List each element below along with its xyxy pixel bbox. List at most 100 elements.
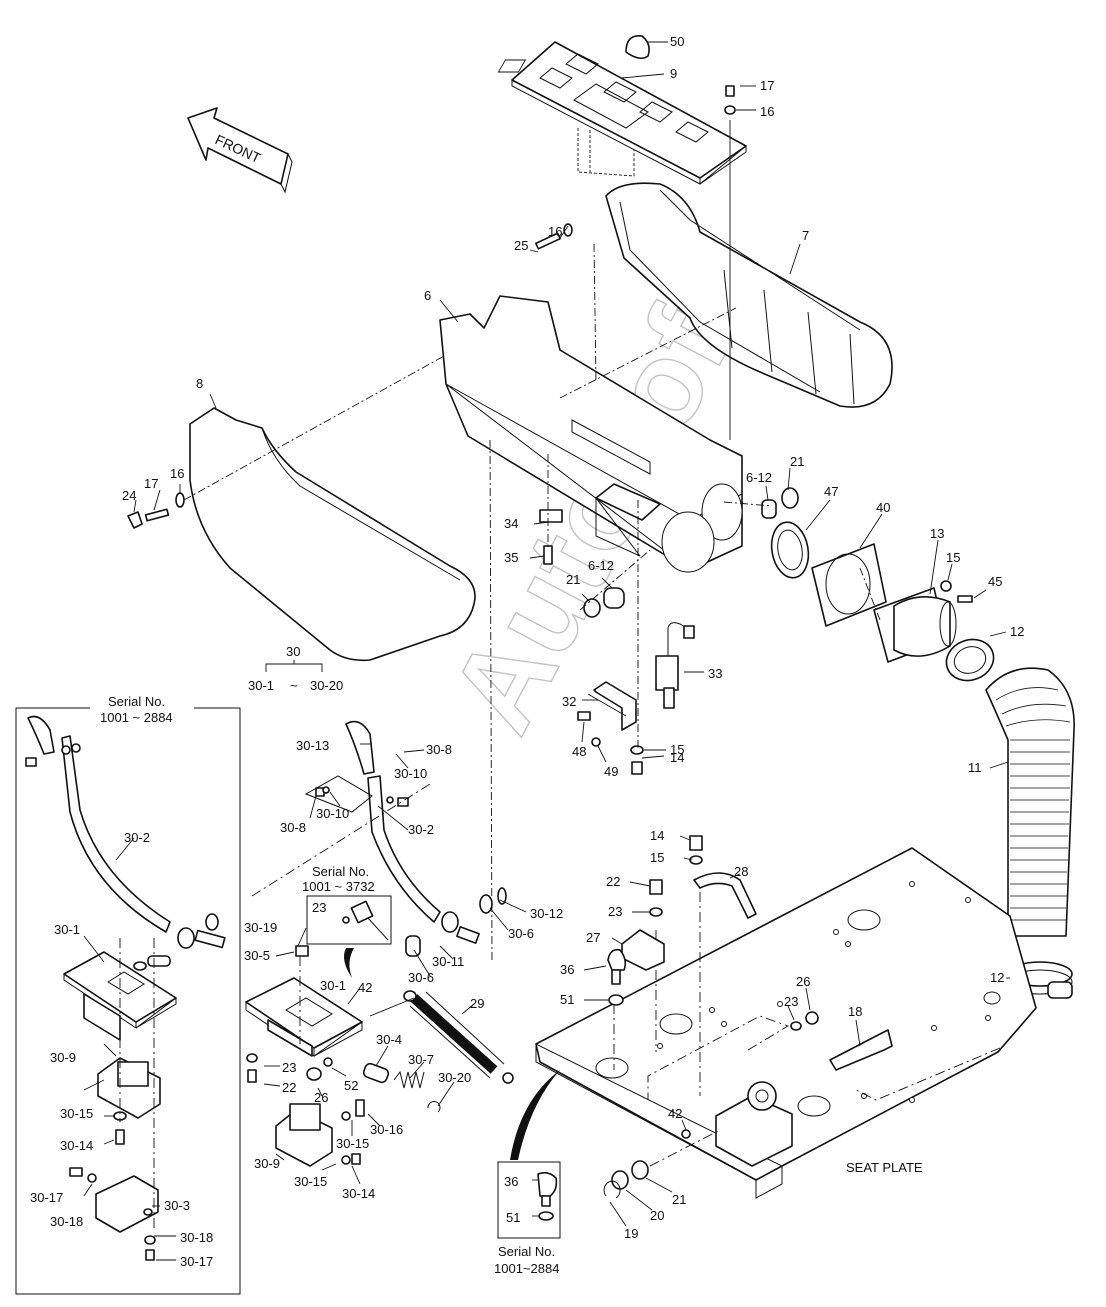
callout-36a: 36 <box>560 962 574 977</box>
washer-16a <box>724 105 736 115</box>
washer-16b <box>563 223 573 237</box>
callout-40: 40 <box>876 500 890 515</box>
washer-20 <box>611 1170 629 1190</box>
callout-3016: 30-16 <box>370 1122 403 1137</box>
left-serial-box: Serial No. 1001 ~ 2884 <box>15 690 241 1295</box>
bottom-serial-range: 1001~2884 <box>494 1261 559 1276</box>
callout-15c: 15 <box>650 850 664 865</box>
bolt-14a <box>631 761 643 775</box>
group-30-range-end: 30-20 <box>310 678 343 693</box>
part-40-flange <box>811 543 887 627</box>
bolt-17b <box>144 508 170 522</box>
callout-3013: 30-13 <box>296 738 329 753</box>
callout-23b: 23 <box>282 1060 296 1075</box>
part-50-knob <box>625 35 650 60</box>
bushing-612b <box>603 587 625 609</box>
callout-305: 30-5 <box>244 948 270 963</box>
callout-14a: 14 <box>670 750 684 765</box>
left-serial-range: 1001 ~ 2884 <box>100 710 173 725</box>
callout-3017a: 30-17 <box>30 1190 63 1205</box>
callout-302b: 30-2 <box>124 830 150 845</box>
callout-29: 29 <box>470 996 484 1011</box>
pin-18 <box>829 1029 893 1071</box>
bottom-serial-inset: Serial No. 1001~2884 <box>494 1070 561 1276</box>
callout-9: 9 <box>670 66 677 81</box>
clip-19 <box>603 1180 621 1199</box>
callout-308b: 30-8 <box>280 820 306 835</box>
callout-308a: 30-8 <box>426 742 452 757</box>
callout-3010b: 30-10 <box>316 806 349 821</box>
part-6-main-frame <box>439 295 743 573</box>
callout-23c: 23 <box>608 904 622 919</box>
callout-16b: 16 <box>548 224 562 239</box>
callout-612a: 6-12 <box>746 470 772 485</box>
callout-301b: 30-1 <box>54 922 80 937</box>
callout-3015c: 30-15 <box>60 1106 93 1121</box>
callout-16c: 16 <box>170 466 184 481</box>
washer-51a <box>608 994 624 1006</box>
bracket-27 <box>621 929 665 971</box>
part-13-adapter <box>873 587 957 663</box>
front-arrow: FRONT <box>187 107 293 194</box>
middle-serial-range: 1001 ~ 3732 <box>302 879 375 894</box>
nut-42b <box>681 1129 691 1139</box>
bolt-22b <box>649 879 663 895</box>
callout-306b: 30-6 <box>408 970 434 985</box>
middle-serial-inset: Serial No. 1001 ~ 3732 <box>302 864 392 978</box>
callout-303: 30-3 <box>164 1198 190 1213</box>
callout-26a: 26 <box>314 1090 328 1105</box>
group-30-number: 30 <box>286 644 300 659</box>
callout-12b: 12 <box>990 970 1004 985</box>
leader-lines <box>83 41 1010 1261</box>
callout-21c: 21 <box>672 1192 686 1207</box>
washer-15b <box>630 745 644 755</box>
hardware-upper <box>127 85 973 618</box>
plate-34 <box>539 509 563 523</box>
callout-15b: 15 <box>670 742 684 757</box>
callout-35: 35 <box>504 550 518 565</box>
callout-306a: 30-6 <box>508 926 534 941</box>
bracket-28 <box>693 872 757 919</box>
part-32-bracket <box>577 681 644 775</box>
callout-18: 18 <box>848 1004 862 1019</box>
nut-26b <box>805 1011 819 1025</box>
washer-23c <box>649 907 663 917</box>
seat-plate: SEAT PLATE <box>535 847 1037 1199</box>
callout-3011: 30-11 <box>432 954 464 969</box>
callout-6: 6 <box>424 288 431 303</box>
callout-42b: 42 <box>668 1106 682 1121</box>
callout-15a: 15 <box>946 550 960 565</box>
middle-lever-group <box>245 720 514 1167</box>
callout-26b: 26 <box>796 974 810 989</box>
callout-13: 13 <box>930 526 944 541</box>
part-8-left-cover <box>189 407 476 662</box>
seat-plate-hardware <box>603 835 893 1199</box>
callout-33: 33 <box>708 666 722 681</box>
callout-50: 50 <box>670 34 684 49</box>
left-serial-title: Serial No. <box>108 694 165 709</box>
callout-3020: 30-20 <box>438 1070 471 1085</box>
callout-19: 19 <box>624 1226 638 1241</box>
callout-301a: 30-1 <box>320 978 346 993</box>
part-12-clamp-upper <box>945 638 995 682</box>
callout-48: 48 <box>572 744 586 759</box>
washer-21b <box>583 598 601 618</box>
washer-49 <box>591 737 601 747</box>
group-30-range-sep: ~ <box>290 678 298 693</box>
callout-51b: 51 <box>506 1210 520 1225</box>
callout-47: 47 <box>824 484 838 499</box>
callout-3012: 30-12 <box>530 906 563 921</box>
callout-302a: 30-2 <box>408 822 434 837</box>
callout-14b: 14 <box>650 828 664 843</box>
callout-32: 32 <box>562 694 576 709</box>
group-30-range-start: 30-1 <box>248 678 274 693</box>
bolt-48 <box>577 711 591 721</box>
callout-22b: 22 <box>606 874 620 889</box>
callout-23a: 23 <box>312 900 326 915</box>
callout-3015b: 30-15 <box>294 1174 327 1189</box>
part-9-top-panel <box>497 41 747 185</box>
callout-3010a: 30-10 <box>394 766 427 781</box>
callout-17a: 17 <box>760 78 774 93</box>
callout-36b: 36 <box>504 1174 518 1189</box>
